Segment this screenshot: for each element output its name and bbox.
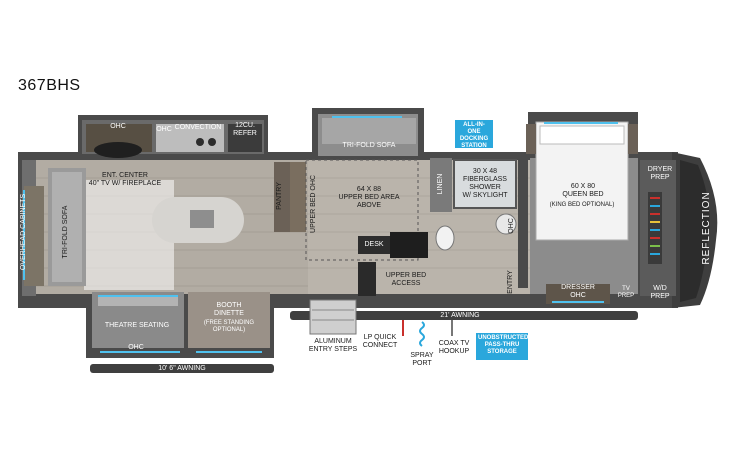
tri-fold-sofa-left-label: TRI-FOLD SOFA bbox=[62, 205, 69, 259]
desk-label: DESK bbox=[364, 241, 384, 248]
theatre-seating-label: THEATRE SEATING bbox=[104, 322, 170, 329]
ohc-theatre-label: OHC bbox=[128, 344, 144, 351]
booth-dinette-label: BOOTH DINETTE bbox=[214, 302, 244, 317]
model-name: 367BHS bbox=[18, 77, 81, 94]
convection-label: CONVECTION bbox=[174, 124, 222, 131]
wd-prep-label: W/D PREP bbox=[650, 285, 670, 300]
upper-bed-access-label: UPPER BED ACCESS bbox=[385, 272, 427, 287]
upper-bed-ohc-label: UPPER BED OHC bbox=[310, 175, 317, 233]
brand-logo: REFLECTION bbox=[701, 191, 712, 265]
docking-callout: ALL-IN-ONE DOCKING STATION bbox=[455, 120, 493, 149]
awning-long-label: 21' AWNING bbox=[440, 312, 480, 319]
entry-label: ENTRY bbox=[507, 270, 514, 294]
king-optional-label: (KING BED OPTIONAL) bbox=[549, 202, 615, 208]
coax-label: COAX TV HOOKUP bbox=[438, 340, 470, 355]
overhead-cabinets-label: OVERHEAD CABINETS bbox=[20, 193, 27, 271]
queen-bed-label: 60 x 80 QUEEN BED bbox=[562, 183, 604, 198]
dresser-label: DRESSER OHC bbox=[561, 284, 595, 299]
ohc-small-label: OHC bbox=[156, 126, 172, 133]
lp-quick-label: LP QUICK CONNECT bbox=[362, 334, 398, 349]
upper-bed-area-label: 64 x 88 UPPER BED AREA ABOVE bbox=[338, 186, 400, 209]
ent-center-label: ENT. CENTER 40" TV w/ FIREPLACE bbox=[88, 172, 162, 187]
tri-fold-sofa-top bbox=[322, 118, 416, 144]
shower-label: 30 x 48 FIBERGLASS SHOWER w/ SKYLIGHT bbox=[462, 168, 508, 199]
awning-long bbox=[290, 311, 638, 320]
shower bbox=[453, 159, 517, 209]
awning-short bbox=[90, 364, 274, 373]
tri-fold-sofa-top-label: TRI-FOLD SOFA bbox=[342, 142, 396, 149]
entry-steps-label: ALUMINUM ENTRY STEPS bbox=[308, 338, 358, 353]
tv-prep-label: TV PREP bbox=[617, 286, 635, 299]
ohc-kitchen-label: OHC bbox=[110, 123, 126, 130]
storage-callout: UNOBSTRUCTED PASS-THRU STORAGE bbox=[476, 333, 528, 360]
pantry-label: PANTRY bbox=[276, 182, 283, 210]
spray-port-label: SPRAY PORT bbox=[410, 352, 434, 367]
linen-label: LINEN bbox=[437, 173, 444, 195]
refer-label: 12CU. REFER bbox=[233, 122, 257, 137]
awning-short-label: 10' 6" AWNING bbox=[158, 365, 206, 372]
ohc-bath-label: OHC bbox=[508, 218, 515, 234]
dryer-prep-label: DRYER PREP bbox=[647, 166, 673, 181]
free-standing-label: (FREE STANDING OPTIONAL) bbox=[203, 320, 255, 333]
